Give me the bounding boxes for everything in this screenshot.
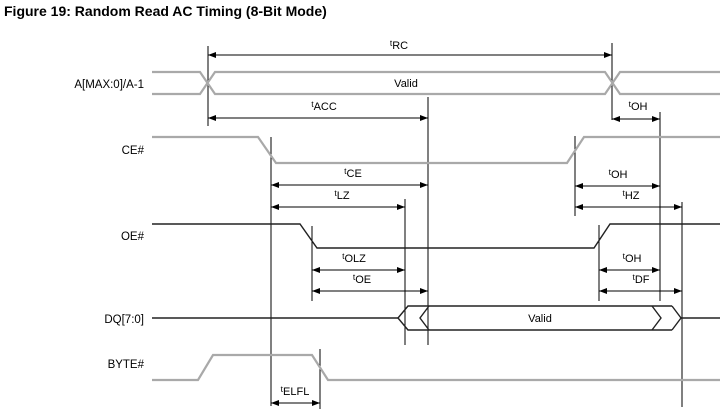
oe-label: OE# xyxy=(121,231,145,243)
tdf-label: tDF xyxy=(632,272,649,286)
address-waveform-rail2 xyxy=(152,70,720,96)
dq-label: DQ[7:0] xyxy=(104,314,144,326)
ce-label: CE# xyxy=(122,145,145,157)
byte-label: BYTE# xyxy=(108,359,145,371)
figure-title: Figure 19: Random Read AC Timing (8-Bit … xyxy=(4,3,327,19)
address-label: A[MAX:0]/A-1 xyxy=(74,79,144,91)
dq-waveform-close xyxy=(671,305,682,331)
byte-waveform xyxy=(152,353,720,382)
tolz-label: tOLZ xyxy=(342,251,366,265)
telfl-label: tELFL xyxy=(281,384,310,398)
dq-valid-label: Valid xyxy=(528,313,552,325)
toe-label: tOE xyxy=(353,272,371,286)
trc-label: tRC xyxy=(390,38,408,52)
toh-address-label: tOH xyxy=(629,99,648,113)
tlz-label: tLZ xyxy=(334,188,349,202)
dq-waveform-valid-end-chevron xyxy=(651,305,662,331)
thz-label: tHZ xyxy=(622,188,639,202)
toh-ce-label: tOH xyxy=(609,167,628,181)
dq-waveform-open xyxy=(397,305,672,331)
tacc-label: tACC xyxy=(311,99,337,113)
tce-label: tCE xyxy=(344,166,362,180)
address-waveform-rail1 xyxy=(152,70,720,96)
address-valid-label: Valid xyxy=(394,78,418,90)
dq-waveform-valid-start-chevron xyxy=(419,305,430,331)
oe-waveform xyxy=(152,223,720,249)
ce-waveform xyxy=(152,135,720,165)
toh-oe-label: tOH xyxy=(623,251,642,265)
